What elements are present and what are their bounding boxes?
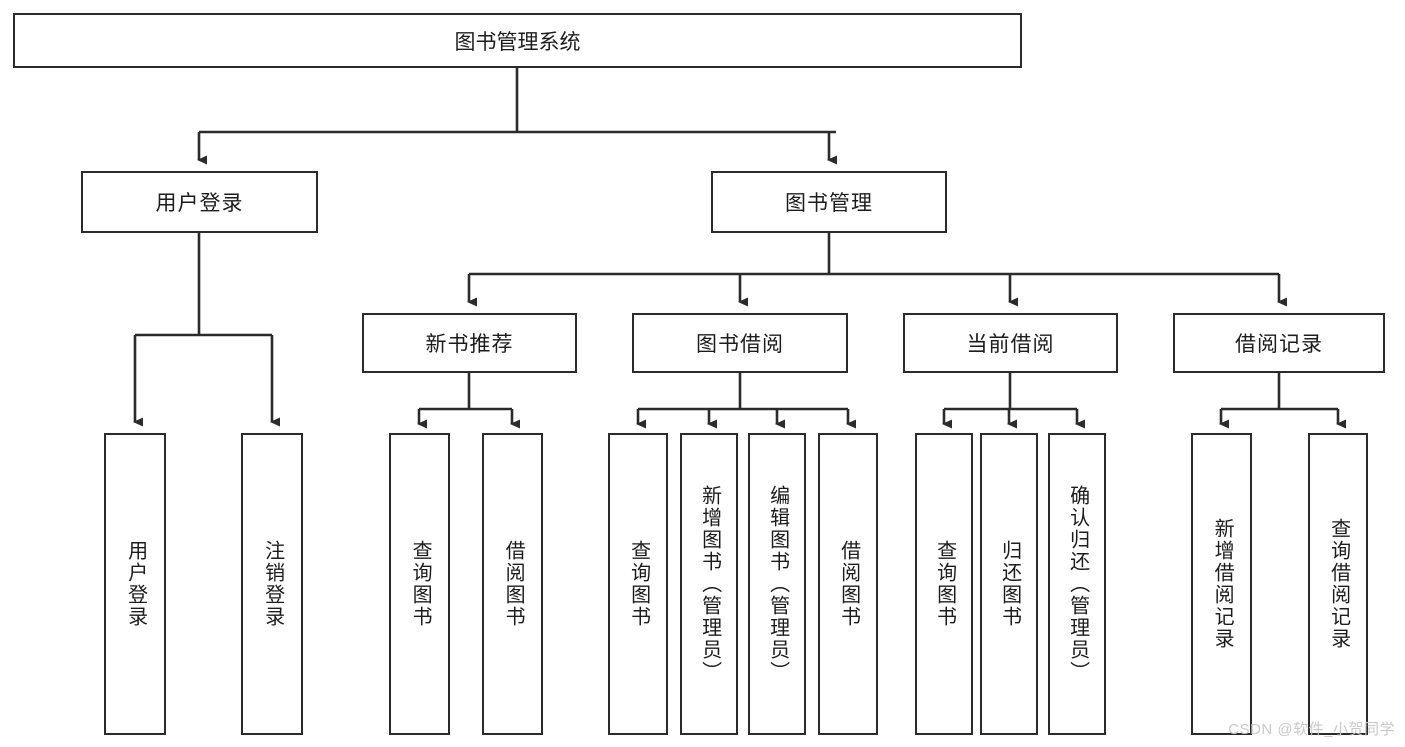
node-label: 查询图书	[933, 540, 956, 628]
node-current-borrow[interactable]: 当前借阅	[903, 313, 1118, 373]
leaf-record-query-record[interactable]: 查询借阅记录	[1308, 433, 1368, 735]
node-label: 新增借阅记录	[1211, 518, 1234, 650]
node-label: 确认归还（管理员）	[1066, 485, 1089, 683]
node-label: 图书借阅	[696, 333, 784, 356]
node-label: 图书管理系统	[454, 30, 581, 54]
leaf-borrow-add-book[interactable]: 新增图书（管理员）	[680, 433, 738, 735]
node-user-login[interactable]: 用户登录	[81, 171, 318, 233]
node-label: 借阅图书	[837, 540, 860, 628]
node-label: 新书推荐	[425, 333, 514, 356]
leaf-current-confirm-return[interactable]: 确认归还（管理员）	[1048, 433, 1106, 735]
leaf-recommend-query-book[interactable]: 查询图书	[389, 433, 450, 735]
node-label: 编辑图书（管理员）	[766, 485, 789, 683]
leaf-borrow-query-book[interactable]: 查询图书	[608, 433, 668, 735]
node-book-management[interactable]: 图书管理	[711, 171, 947, 233]
leaf-record-add-record[interactable]: 新增借阅记录	[1191, 433, 1252, 735]
node-root[interactable]: 图书管理系统	[13, 13, 1022, 68]
node-label: 注销登录	[261, 540, 284, 628]
node-label: 当前借阅	[966, 333, 1055, 356]
leaf-user-login-login[interactable]: 用户登录	[104, 433, 166, 735]
leaf-borrow-borrow-book[interactable]: 借阅图书	[818, 433, 878, 735]
node-book-borrow[interactable]: 图书借阅	[632, 313, 848, 373]
node-label: 借阅记录	[1235, 333, 1323, 356]
node-label: 用户登录	[124, 540, 147, 628]
leaf-recommend-borrow-book[interactable]: 借阅图书	[482, 433, 543, 735]
node-label: 借阅图书	[502, 540, 525, 628]
node-label: 查询图书	[409, 540, 432, 628]
leaf-current-return-book[interactable]: 归还图书	[980, 433, 1038, 735]
leaf-current-query-book[interactable]: 查询图书	[915, 433, 973, 735]
node-label: 归还图书	[998, 540, 1021, 628]
node-label: 图书管理	[785, 192, 873, 215]
node-label: 查询图书	[627, 540, 650, 628]
node-label: 用户登录	[155, 192, 244, 215]
node-borrow-record[interactable]: 借阅记录	[1173, 313, 1385, 373]
node-label: 新增图书（管理员）	[698, 485, 721, 683]
leaf-borrow-edit-book[interactable]: 编辑图书（管理员）	[748, 433, 806, 735]
watermark: CSDN @软件_小贺同学	[1228, 721, 1395, 738]
node-label: 查询借阅记录	[1327, 518, 1350, 650]
node-new-book-recommend[interactable]: 新书推荐	[362, 313, 577, 373]
leaf-user-login-logout[interactable]: 注销登录	[241, 433, 303, 735]
